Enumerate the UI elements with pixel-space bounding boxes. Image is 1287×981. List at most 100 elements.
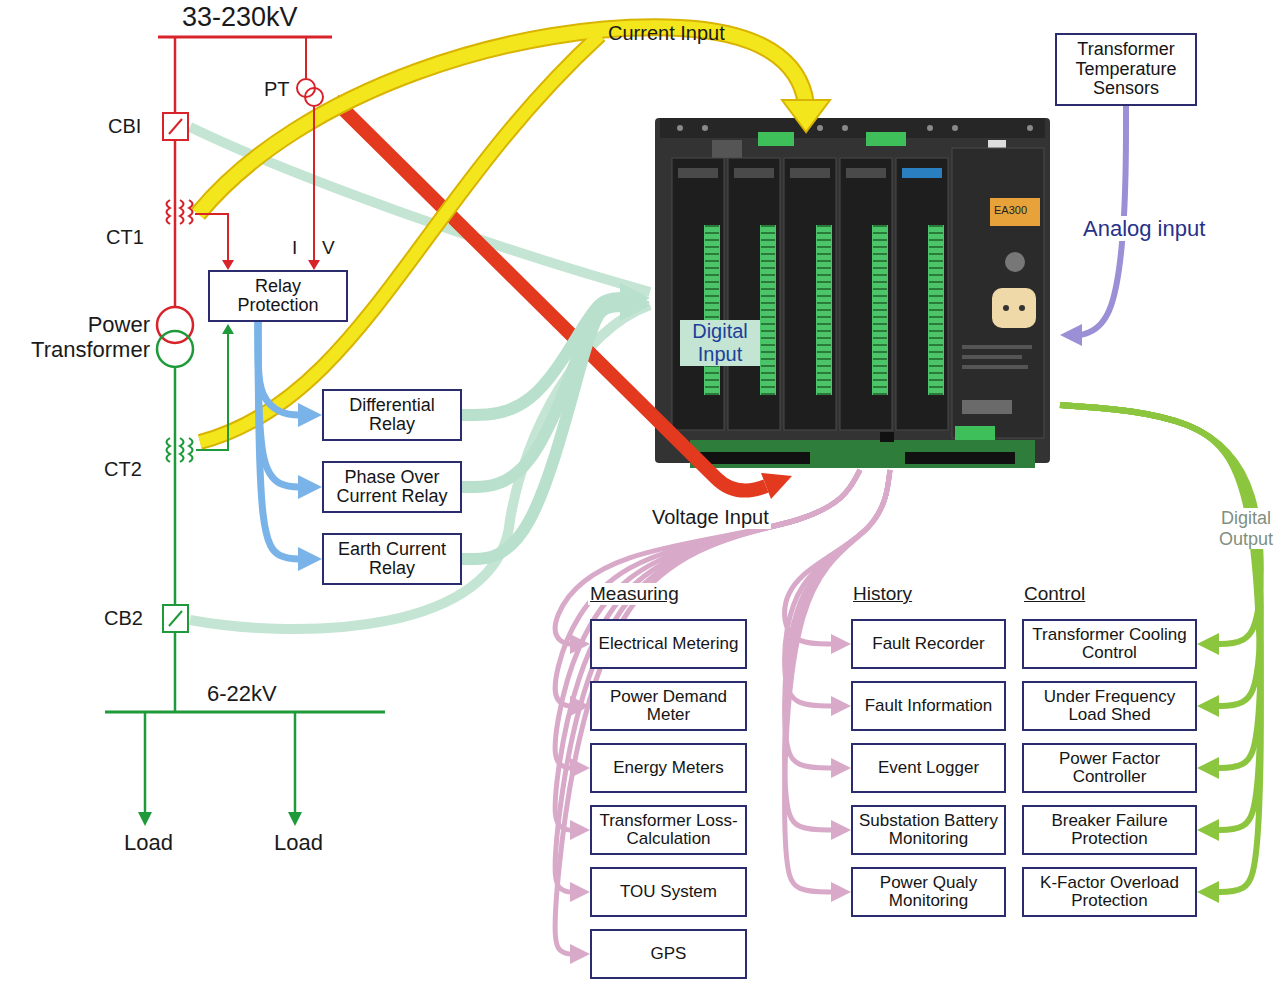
measuring-box: Electrical Metering [590, 619, 747, 669]
lv-bus [105, 711, 385, 714]
wire-arrow-head [222, 324, 234, 334]
box-text: Electrical Metering [599, 635, 739, 653]
current-transformer-coil [180, 438, 184, 462]
box-text: Relay Protection [215, 277, 341, 316]
box-text: Power Factor Controller [1029, 750, 1190, 787]
controller-device: EA300 [650, 115, 1060, 470]
signal-name: Current Input [606, 22, 727, 45]
current-arrow-band [198, 27, 806, 214]
device-top-strip [660, 118, 1045, 138]
module-plate [902, 168, 942, 178]
terminal-strip [704, 225, 720, 395]
hv-feeder [174, 37, 177, 113]
current-input-arrow [198, 27, 830, 442]
socket [992, 288, 1036, 328]
current-transformer-coil [180, 200, 184, 224]
socket-hole [1003, 305, 1009, 311]
box-text: Transformer Loss-Calculation [597, 812, 740, 849]
terminal-connector [866, 132, 906, 146]
load-arrow-head [288, 812, 302, 826]
history-box: Power Qualy Monitoring [851, 867, 1006, 917]
module-plate [734, 168, 774, 178]
terminal-connector [955, 426, 995, 440]
breaker-contact [169, 611, 182, 626]
box-text: Substation Battery Monitoring [858, 812, 999, 849]
io-module [784, 158, 836, 430]
history-box: Event Logger [851, 743, 1006, 793]
screw [927, 125, 933, 131]
measuring-box: Transformer Loss-Calculation [590, 805, 747, 855]
wire-arrow-head [222, 260, 234, 270]
terminal-strip [928, 225, 944, 395]
breaker-contact [169, 119, 182, 134]
connector-arrow [555, 470, 860, 644]
part-name: CBI [106, 115, 143, 138]
load-label: Load [272, 830, 325, 855]
signal-name: Digital Input [680, 320, 760, 366]
box-text: Power Qualy Monitoring [858, 874, 999, 911]
key-switch [1005, 252, 1025, 272]
terminal-slots [705, 225, 719, 395]
serial-port [712, 140, 742, 158]
box-text: Breaker Failure Protection [1029, 812, 1190, 849]
load-label: Load [122, 830, 175, 855]
sensor-box: Transformer Temperature Sensors [1055, 33, 1197, 106]
digital-input-arrows [190, 127, 650, 629]
current-transformer-coil [189, 438, 193, 462]
group-heading: History [851, 583, 914, 605]
load-arrow-head [138, 812, 152, 826]
box-text: Transformer Temperature Sensors [1062, 40, 1190, 98]
signal-name: V [320, 237, 337, 259]
box-text: K-Factor Overload Protection [1029, 874, 1190, 911]
connector-arrow [555, 470, 860, 830]
hv-feeder [174, 140, 177, 307]
control-box: Power Factor Controller [1022, 743, 1197, 793]
relay-box: Differential Relay [322, 389, 462, 441]
box-text: Power Demand Meter [597, 688, 740, 725]
box-text: Event Logger [878, 759, 979, 777]
screw [677, 125, 683, 131]
voltage-arrow-head [761, 473, 792, 499]
box-text: Transformer Cooling Control [1029, 626, 1190, 663]
connector-arrow [555, 470, 860, 954]
current-transformer-coil [167, 200, 171, 224]
box-text: TOU System [620, 883, 717, 901]
box-text: Energy Meters [613, 759, 724, 777]
group-heading: Measuring [588, 583, 681, 605]
voltage-level: 33-230kV [180, 2, 300, 33]
circuit-board [690, 440, 1035, 468]
plug [880, 432, 894, 442]
load-feeder [144, 712, 147, 814]
history-box: Fault Recorder [851, 619, 1006, 669]
signal-name: I [290, 237, 299, 259]
control-box: Breaker Failure Protection [1022, 805, 1197, 855]
measuring-box: TOU System [590, 867, 747, 917]
panel-marking [962, 355, 1022, 359]
terminal-block [905, 452, 1015, 464]
terminal-slots [761, 225, 775, 395]
connector-arrow [462, 306, 626, 559]
connector-arrow [258, 322, 303, 559]
device-housing [655, 118, 1050, 463]
control-box: Transformer Cooling Control [1022, 619, 1197, 669]
voltage-level: 6-22kV [205, 681, 279, 706]
part-name: CB2 [102, 607, 145, 630]
io-module [672, 158, 724, 430]
panel-marking [962, 365, 1028, 369]
load-feeder [294, 712, 297, 814]
edge-label: Analog input [1080, 216, 1208, 241]
box-text: Fault Recorder [872, 635, 984, 653]
relay-box: Phase Over Current Relay [322, 461, 462, 513]
module-plate [846, 168, 886, 178]
brand-plate [990, 198, 1040, 226]
module-plate [790, 168, 830, 178]
measuring-box: Energy Meters [590, 743, 747, 793]
relay-protection-box: Relay Protection [208, 270, 348, 322]
connector-arrow [462, 302, 626, 487]
part-name: PT [262, 78, 292, 101]
screw [1027, 125, 1033, 131]
controller-device-picture [655, 118, 1050, 468]
history-box: Fault Information [851, 681, 1006, 731]
io-module [896, 158, 948, 430]
ct-wire [195, 214, 228, 262]
